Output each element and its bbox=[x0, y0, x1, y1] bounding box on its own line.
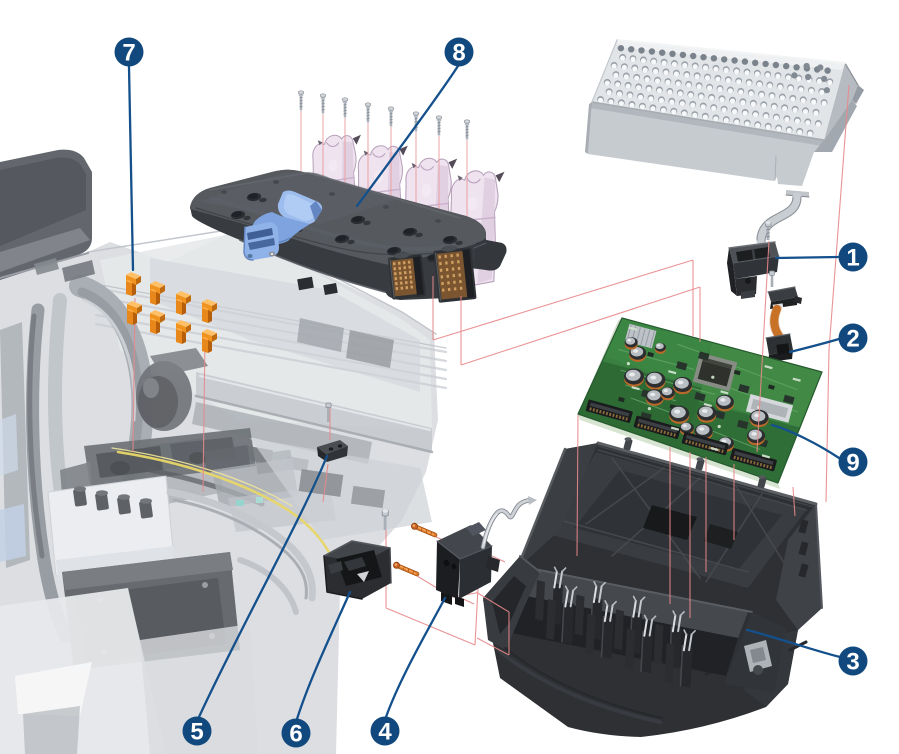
svg-text:7: 7 bbox=[122, 40, 135, 67]
svg-text:2: 2 bbox=[846, 326, 859, 353]
svg-text:8: 8 bbox=[452, 40, 465, 67]
svg-text:9: 9 bbox=[846, 450, 859, 477]
svg-text:1: 1 bbox=[846, 245, 859, 272]
svg-text:4: 4 bbox=[378, 719, 392, 746]
svg-text:3: 3 bbox=[846, 649, 859, 676]
svg-text:5: 5 bbox=[190, 719, 203, 746]
svg-text:6: 6 bbox=[289, 721, 302, 748]
